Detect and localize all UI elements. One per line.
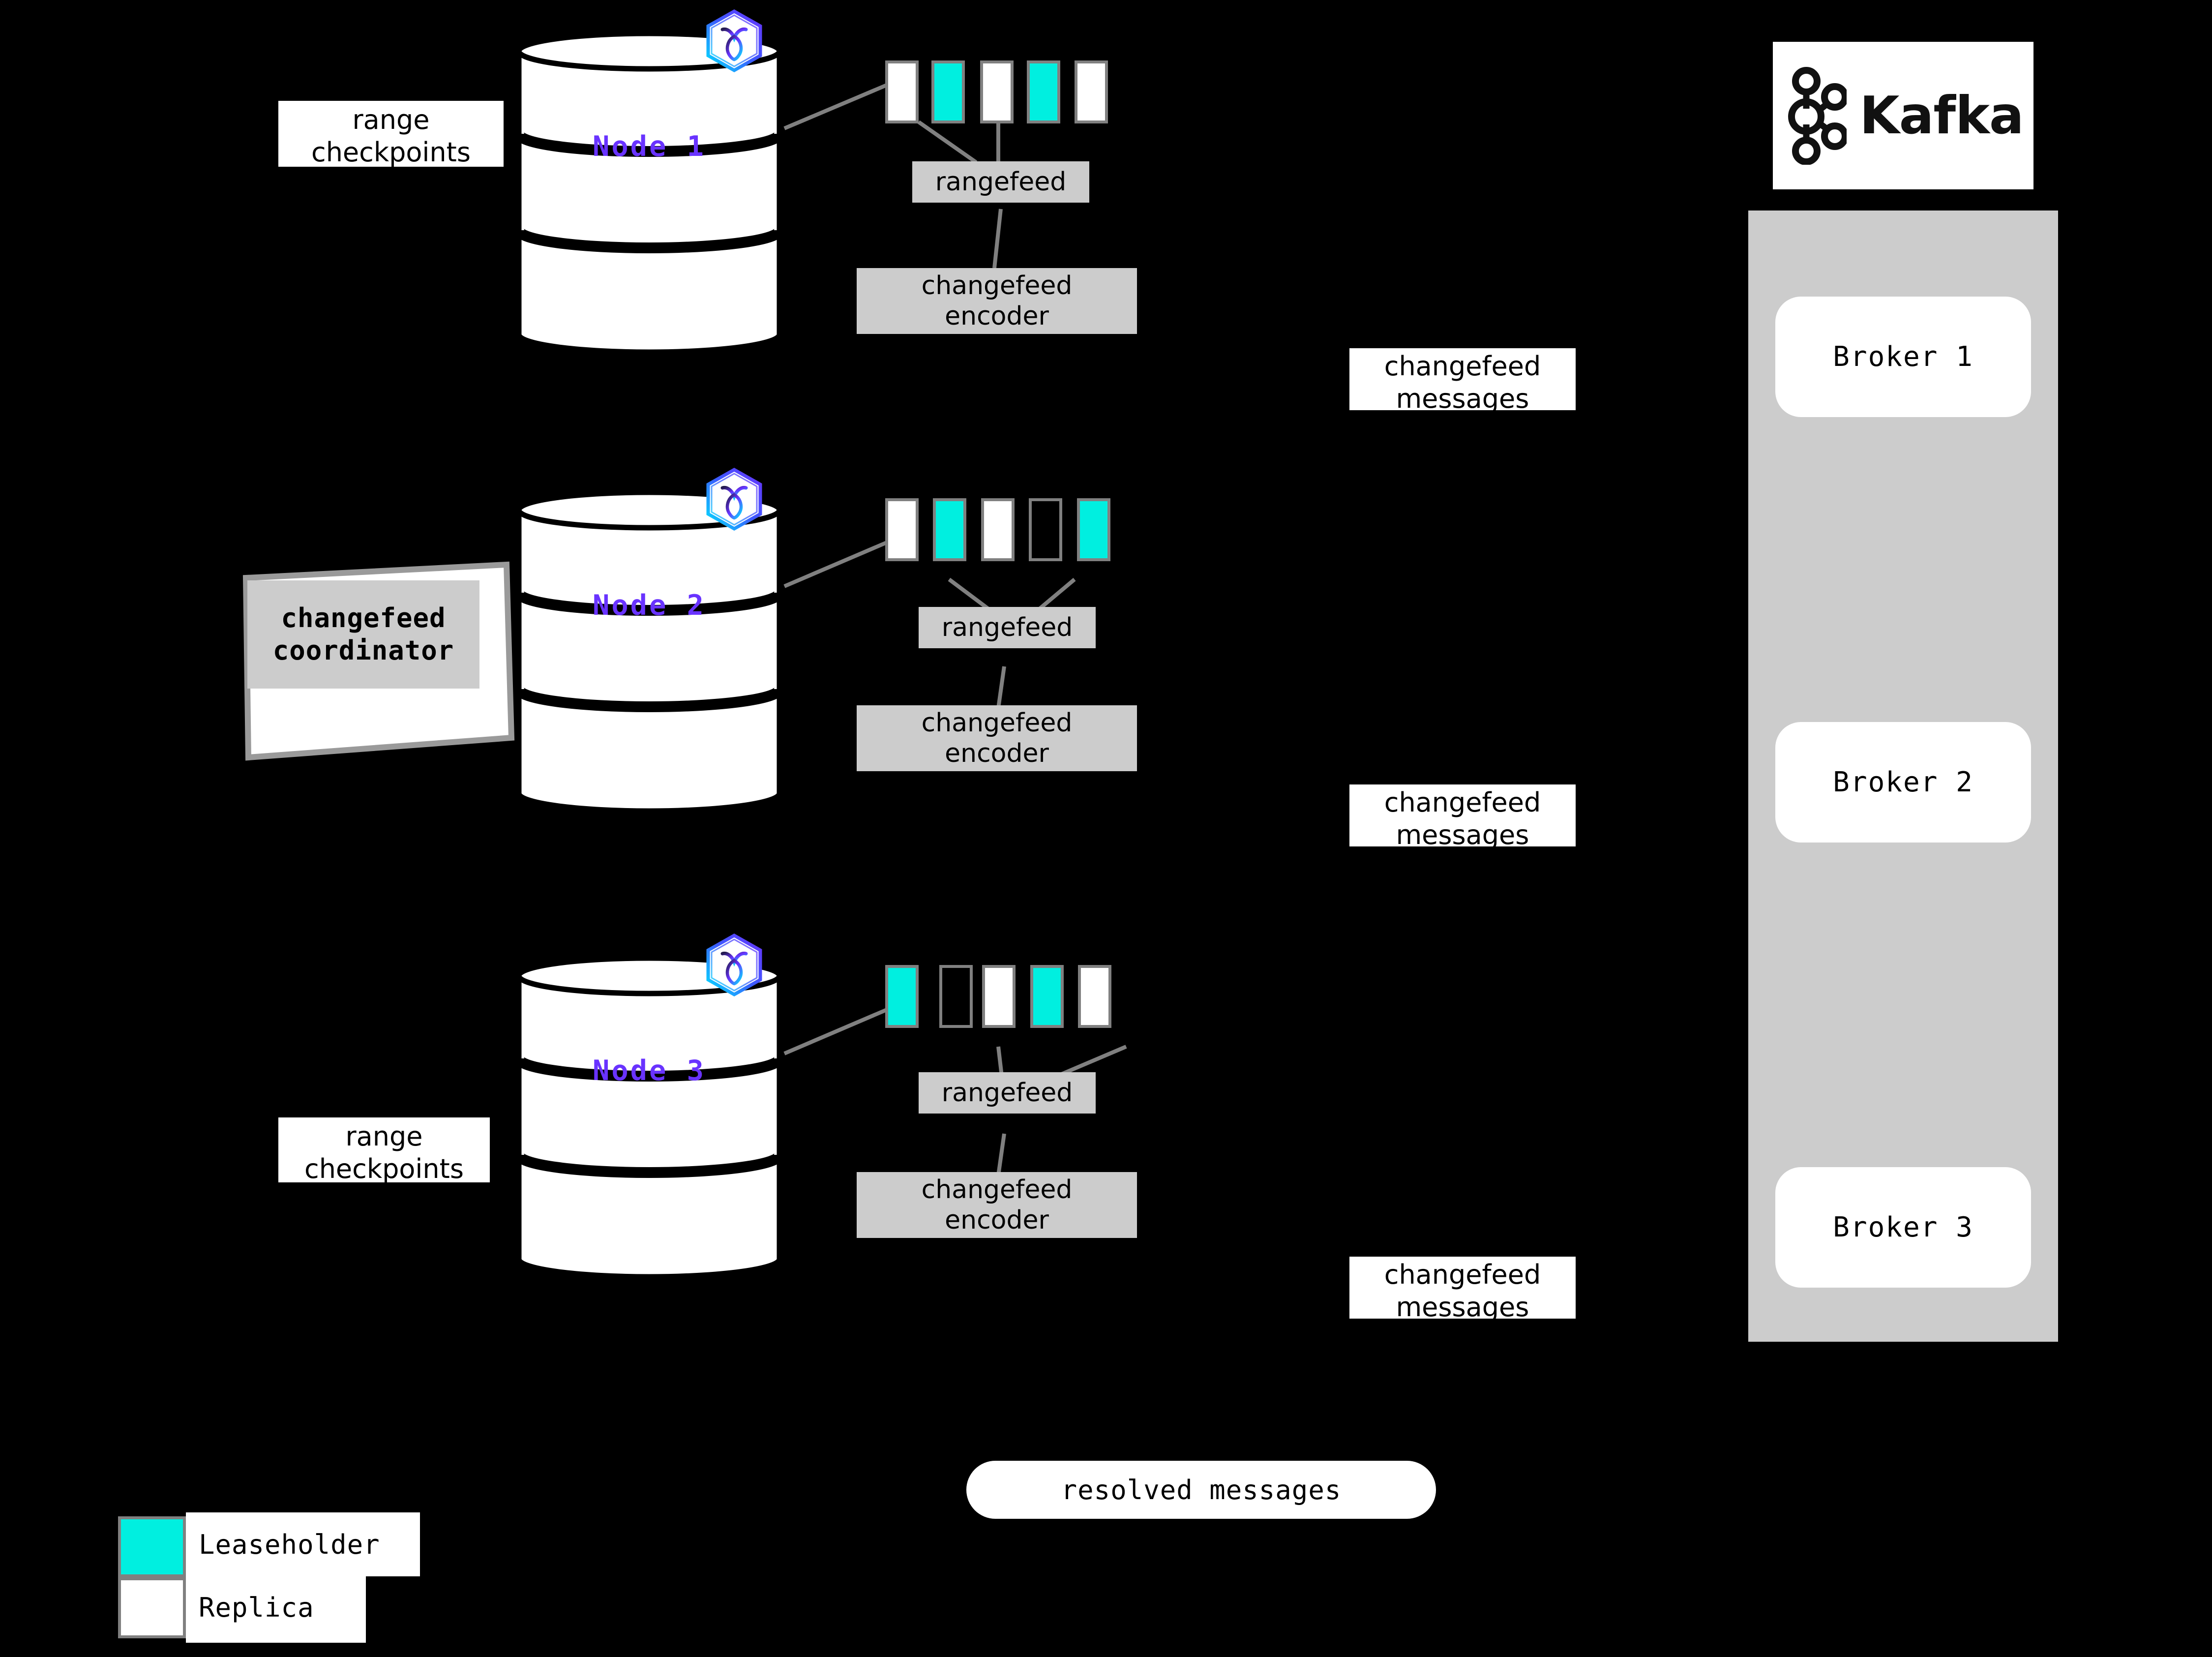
changefeed-messages-label-1: changefeed messages [1349,348,1576,410]
node-1-changefeed-encoder-box[interactable]: changefeed encoder [857,268,1137,334]
broker-1[interactable]: Broker 1 [1775,297,2031,417]
node-2-rangefeed-box[interactable]: rangefeed [919,607,1096,648]
broker-2[interactable]: Broker 2 [1775,722,2031,843]
node-3-rangefeed-box[interactable]: rangefeed [919,1072,1096,1114]
range-cell[interactable] [939,965,973,1028]
node-3-cylinder [519,958,779,1277]
range-cell[interactable] [885,965,919,1028]
node-3-cockroachdb-icon [708,935,760,994]
kafka-node-graph-icon [1788,67,1847,165]
range-cell[interactable] [1027,60,1060,123]
node-1-rangefeed-box[interactable]: rangefeed [912,161,1089,203]
range-cell[interactable] [933,498,966,561]
legend-label-replica: Replica [186,1572,366,1643]
range-cell[interactable] [982,965,1016,1028]
kafka-logo-box: Kafka [1773,42,2033,189]
changefeed-messages-label-2: changefeed messages [1349,784,1576,846]
node-1-cylinder [519,33,779,352]
range-cell[interactable] [981,498,1015,561]
node-2-changefeed-encoder-box[interactable]: changefeed encoder [857,705,1137,771]
range-cell[interactable] [1029,498,1062,561]
legend-swatch-replica [118,1577,186,1638]
range-cell[interactable] [885,60,919,123]
node-3-range-checkpoints-label: range checkpoints [278,1117,490,1182]
range-cell[interactable] [1078,965,1111,1028]
broker-3[interactable]: Broker 3 [1775,1167,2031,1288]
node-1-range-checkpoints-label: range checkpoints [278,101,504,167]
kafka-broker-panel: Broker 1 Broker 2 Broker 3 [1748,211,2058,1342]
node-2-cylinder [519,492,779,811]
resolved-messages-pill[interactable]: resolved messages [966,1461,1436,1519]
range-cell[interactable] [885,498,919,561]
range-cell[interactable] [1075,60,1108,123]
node-1-label: Node 1 [593,130,706,163]
range-cell[interactable] [931,60,965,123]
node-1-cockroachdb-icon [708,11,760,70]
range-cell[interactable] [980,60,1014,123]
node-3-changefeed-encoder-box[interactable]: changefeed encoder [857,1172,1137,1238]
node-3-label: Node 3 [593,1054,706,1087]
legend-label-leaseholder: Leaseholder [186,1512,420,1576]
range-cell[interactable] [1077,498,1110,561]
node-2-cockroachdb-icon [708,470,760,529]
range-cell[interactable] [1030,965,1064,1028]
kafka-wordmark: Kafka [1859,86,2024,146]
legend-swatch-leaseholder [118,1516,186,1577]
changefeed-coordinator-box[interactable]: changefeed coordinator [247,580,479,689]
changefeed-messages-label-3: changefeed messages [1349,1257,1576,1319]
node-2-label: Node 2 [593,589,706,622]
